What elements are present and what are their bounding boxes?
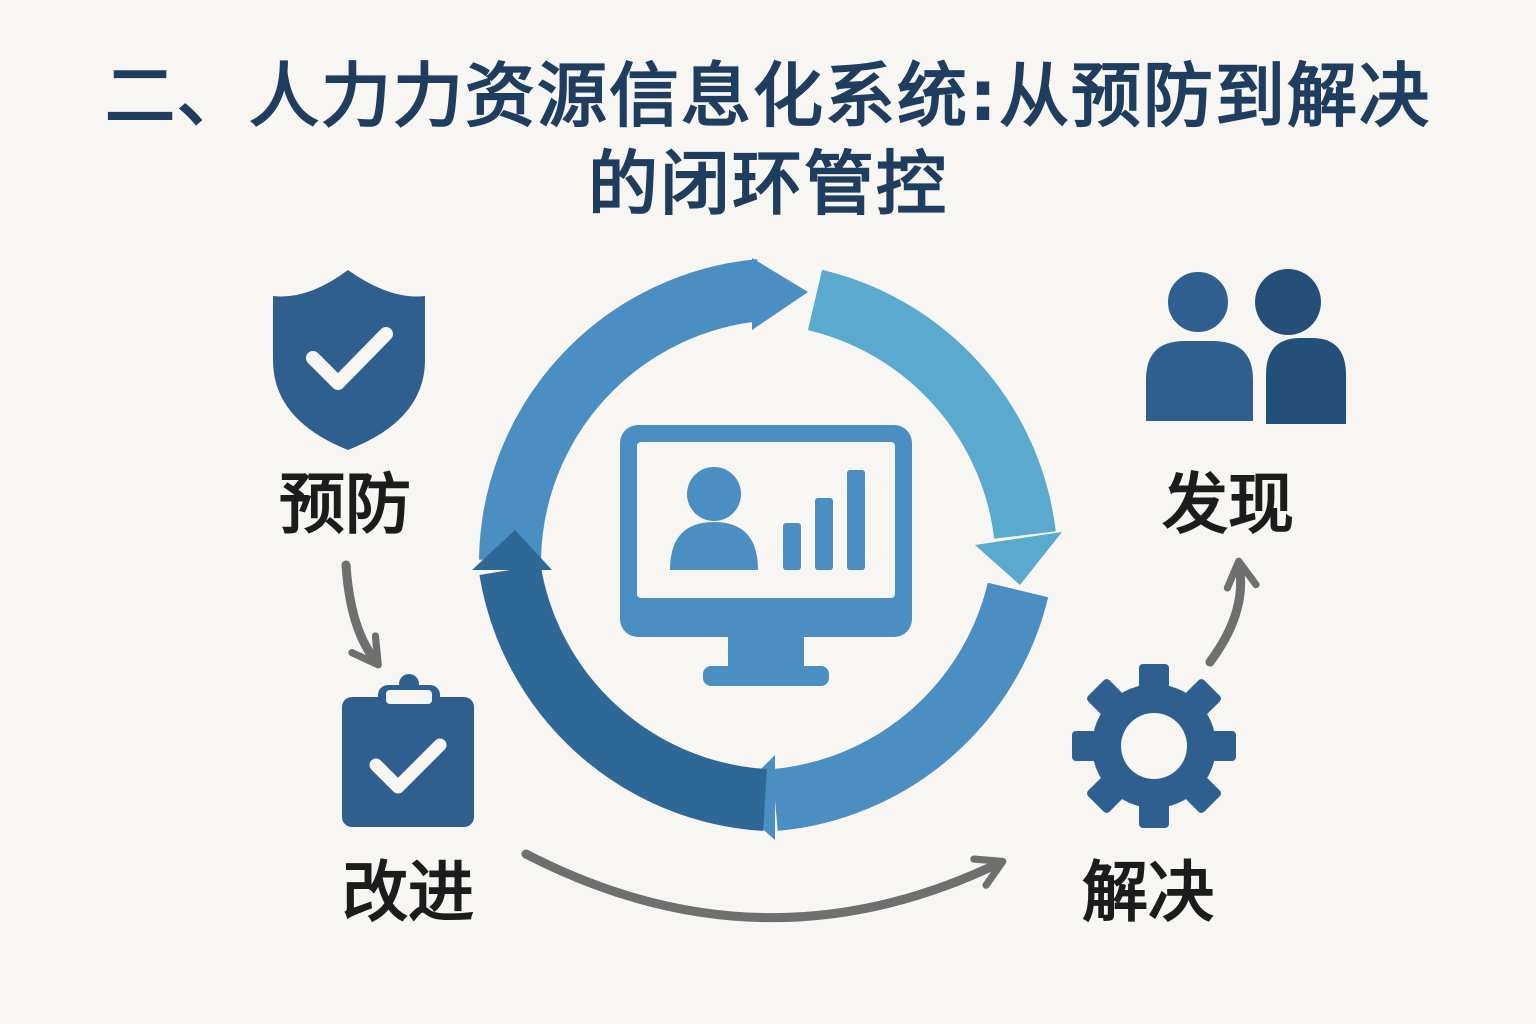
monitor-dashboard-icon	[620, 425, 912, 686]
page-title: 二、人力力资源信息化系统:从预防到解决 的闭环管控	[0, 52, 1536, 228]
stage-label-discover: 发现	[1162, 466, 1294, 543]
cycle-ring-icon	[472, 258, 1062, 840]
cycle-arrowhead-top	[752, 258, 808, 330]
cycle-arrowhead-left	[472, 530, 552, 570]
stage-label-resolve: 解决	[1082, 854, 1214, 931]
arrow-improve-to-resolve	[521, 849, 1007, 923]
cycle-arrow-right	[807, 269, 1056, 540]
cycle-arrow-bottom	[771, 582, 1049, 831]
stage-label-prevent: 预防	[279, 466, 411, 543]
arrow-resolve-to-discover	[1205, 557, 1260, 667]
title-line-1: 二、人力力资源信息化系统:从预防到解决	[105, 55, 1431, 137]
title-line-2: 的闭环管控	[588, 143, 948, 225]
two-users-icon	[1140, 266, 1346, 427]
cycle-arrowhead-right	[975, 532, 1062, 585]
gear-icon	[1072, 664, 1236, 828]
cycle-arrow-left	[479, 564, 768, 831]
cycle-arrow-top	[479, 259, 764, 561]
clipboard-check-icon	[342, 674, 474, 827]
shield-check-icon	[273, 270, 425, 450]
arrow-prevent-to-improve	[341, 560, 382, 669]
stage-label-improve: 改进	[342, 854, 474, 931]
